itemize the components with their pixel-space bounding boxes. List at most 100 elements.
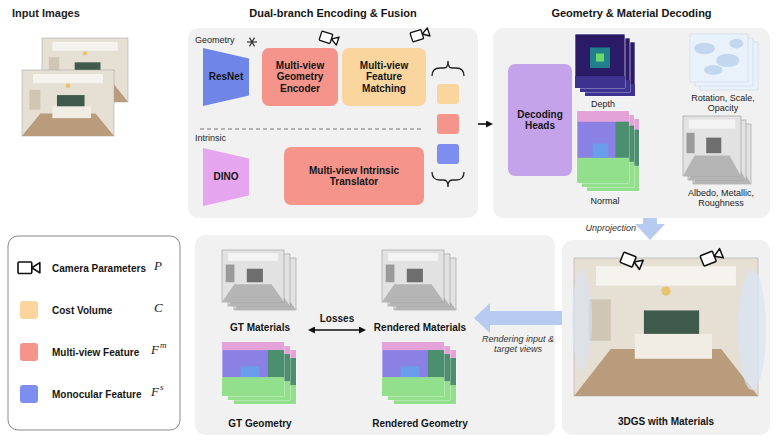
- illustration-part: [330, 35, 339, 45]
- camera-icon: [319, 31, 339, 46]
- illustration-part: [421, 28, 430, 38]
- camera-icon: [410, 27, 430, 42]
- legend-text: Multi-view Feature: [52, 347, 139, 358]
- camera-icon: [700, 248, 723, 266]
- image-caption: GT Materials: [212, 322, 308, 333]
- illustration-part: [694, 43, 715, 55]
- image-stack: [683, 116, 751, 184]
- illustration-part: [704, 65, 723, 75]
- illustration-part: [589, 299, 611, 340]
- connector-arrow: [315, 329, 359, 331]
- legend-row: Cost Volume: [16, 301, 112, 319]
- image-group: GT Materials: [212, 248, 308, 334]
- illustration-part: [690, 34, 748, 82]
- illustration-part: [686, 133, 694, 153]
- image-stack: [577, 111, 639, 191]
- legend-camera: [16, 259, 42, 277]
- edge-label: Unprojection: [556, 223, 636, 233]
- illustration-part: [493, 28, 770, 218]
- output-label: Intrinsic: [195, 133, 255, 143]
- flow-arrow: [490, 311, 562, 325]
- illustration-part: [222, 342, 284, 350]
- illustration-part: [689, 120, 735, 129]
- legend-slot: [16, 343, 42, 361]
- illustration-part: [222, 250, 284, 302]
- image-group: GT Geometry: [212, 340, 308, 430]
- illustration-part: [407, 269, 423, 283]
- module-label: Multi-view Intrinsic Translator: [288, 165, 420, 188]
- illustration-part: [241, 366, 260, 377]
- illustration-part: [382, 250, 444, 302]
- frozen-snowflake: [247, 38, 257, 47]
- illustration-part: [319, 31, 333, 44]
- flow-arrow: [643, 218, 657, 224]
- output-label: Albedo, Metallic, Roughness: [674, 188, 768, 209]
- illustration-part: [574, 258, 758, 396]
- illustration-part: [632, 257, 643, 269]
- illustration-part: [410, 29, 424, 42]
- feature-block: [437, 144, 459, 164]
- module-label: ResNet: [209, 71, 243, 83]
- illustration-part: [575, 34, 625, 88]
- module-label: Multi-view Geometry Encoder: [266, 60, 334, 95]
- illustration-part: [700, 251, 716, 266]
- illustration-part: [661, 287, 670, 296]
- module-label: DINO: [214, 171, 239, 183]
- illustration-part: [577, 111, 629, 122]
- module-box: Multi-view Geometry Encoder: [262, 48, 338, 106]
- legend-swatch: [20, 385, 38, 403]
- image-stack: [222, 250, 296, 310]
- illustration-part: [428, 350, 444, 377]
- camera-icon: [620, 252, 643, 270]
- math-symbol: s: [160, 382, 170, 392]
- legend-swatch: [20, 343, 38, 361]
- edge-label: Losses: [308, 313, 366, 325]
- image-group: Rendered Geometry: [366, 340, 474, 430]
- illustration-part: [683, 156, 741, 176]
- illustration-part: [226, 265, 235, 283]
- legend-slot: [16, 385, 42, 403]
- illustration-part: [33, 74, 103, 83]
- illustration-part: [575, 76, 625, 88]
- legend-text: Cost Volume: [52, 305, 112, 316]
- panel-heading: 3DGS with Materials: [562, 416, 770, 427]
- illustration-part: [635, 334, 712, 359]
- image-stack: [382, 250, 456, 310]
- panel-region: ResNet Multi-view Geometry EncoderMulti-v…: [188, 28, 478, 218]
- illustration-part: [382, 342, 444, 396]
- camera-icon: [18, 262, 40, 274]
- illustration-part: [596, 53, 604, 61]
- legend-frame: [8, 236, 180, 430]
- illustration-part: [29, 90, 40, 110]
- legend-row: Multi-view Feature: [16, 343, 139, 361]
- trapezoid-shape: [203, 148, 249, 206]
- math-symbol: P: [154, 259, 168, 274]
- panel-heading: Geometry & Material Decoding: [493, 7, 770, 19]
- image-caption: GT Geometry: [212, 418, 308, 429]
- illustration-part: [620, 252, 636, 267]
- edge-label: Rendering input & target views: [478, 334, 558, 355]
- backbone-trapezoid: DINO: [203, 148, 249, 206]
- illustration-part: [562, 240, 770, 435]
- trapezoid-shape: [203, 48, 249, 106]
- legend-swatch: [20, 301, 38, 319]
- illustration-part: [577, 158, 629, 183]
- illustration-part: [596, 266, 736, 285]
- illustration-part: [83, 51, 87, 55]
- image-stack: [222, 342, 296, 404]
- illustration-part: [615, 122, 629, 158]
- input-images: [22, 38, 128, 136]
- image-group: Rendered Materials: [366, 248, 474, 334]
- output-label: Geometry: [195, 35, 255, 45]
- 3dgs-scene: [572, 258, 766, 396]
- legend-text: Camera Parameters: [52, 263, 146, 274]
- output-label: Normal: [570, 196, 640, 206]
- illustration-part: [382, 377, 444, 396]
- backbone-trapezoid: ResNet: [203, 48, 249, 106]
- panel-region: 3DGS with Materials: [562, 240, 770, 435]
- illustration-part: [247, 269, 263, 283]
- illustration-part: [593, 143, 609, 157]
- illustration-part: [382, 284, 444, 302]
- illustration-part: [401, 366, 420, 377]
